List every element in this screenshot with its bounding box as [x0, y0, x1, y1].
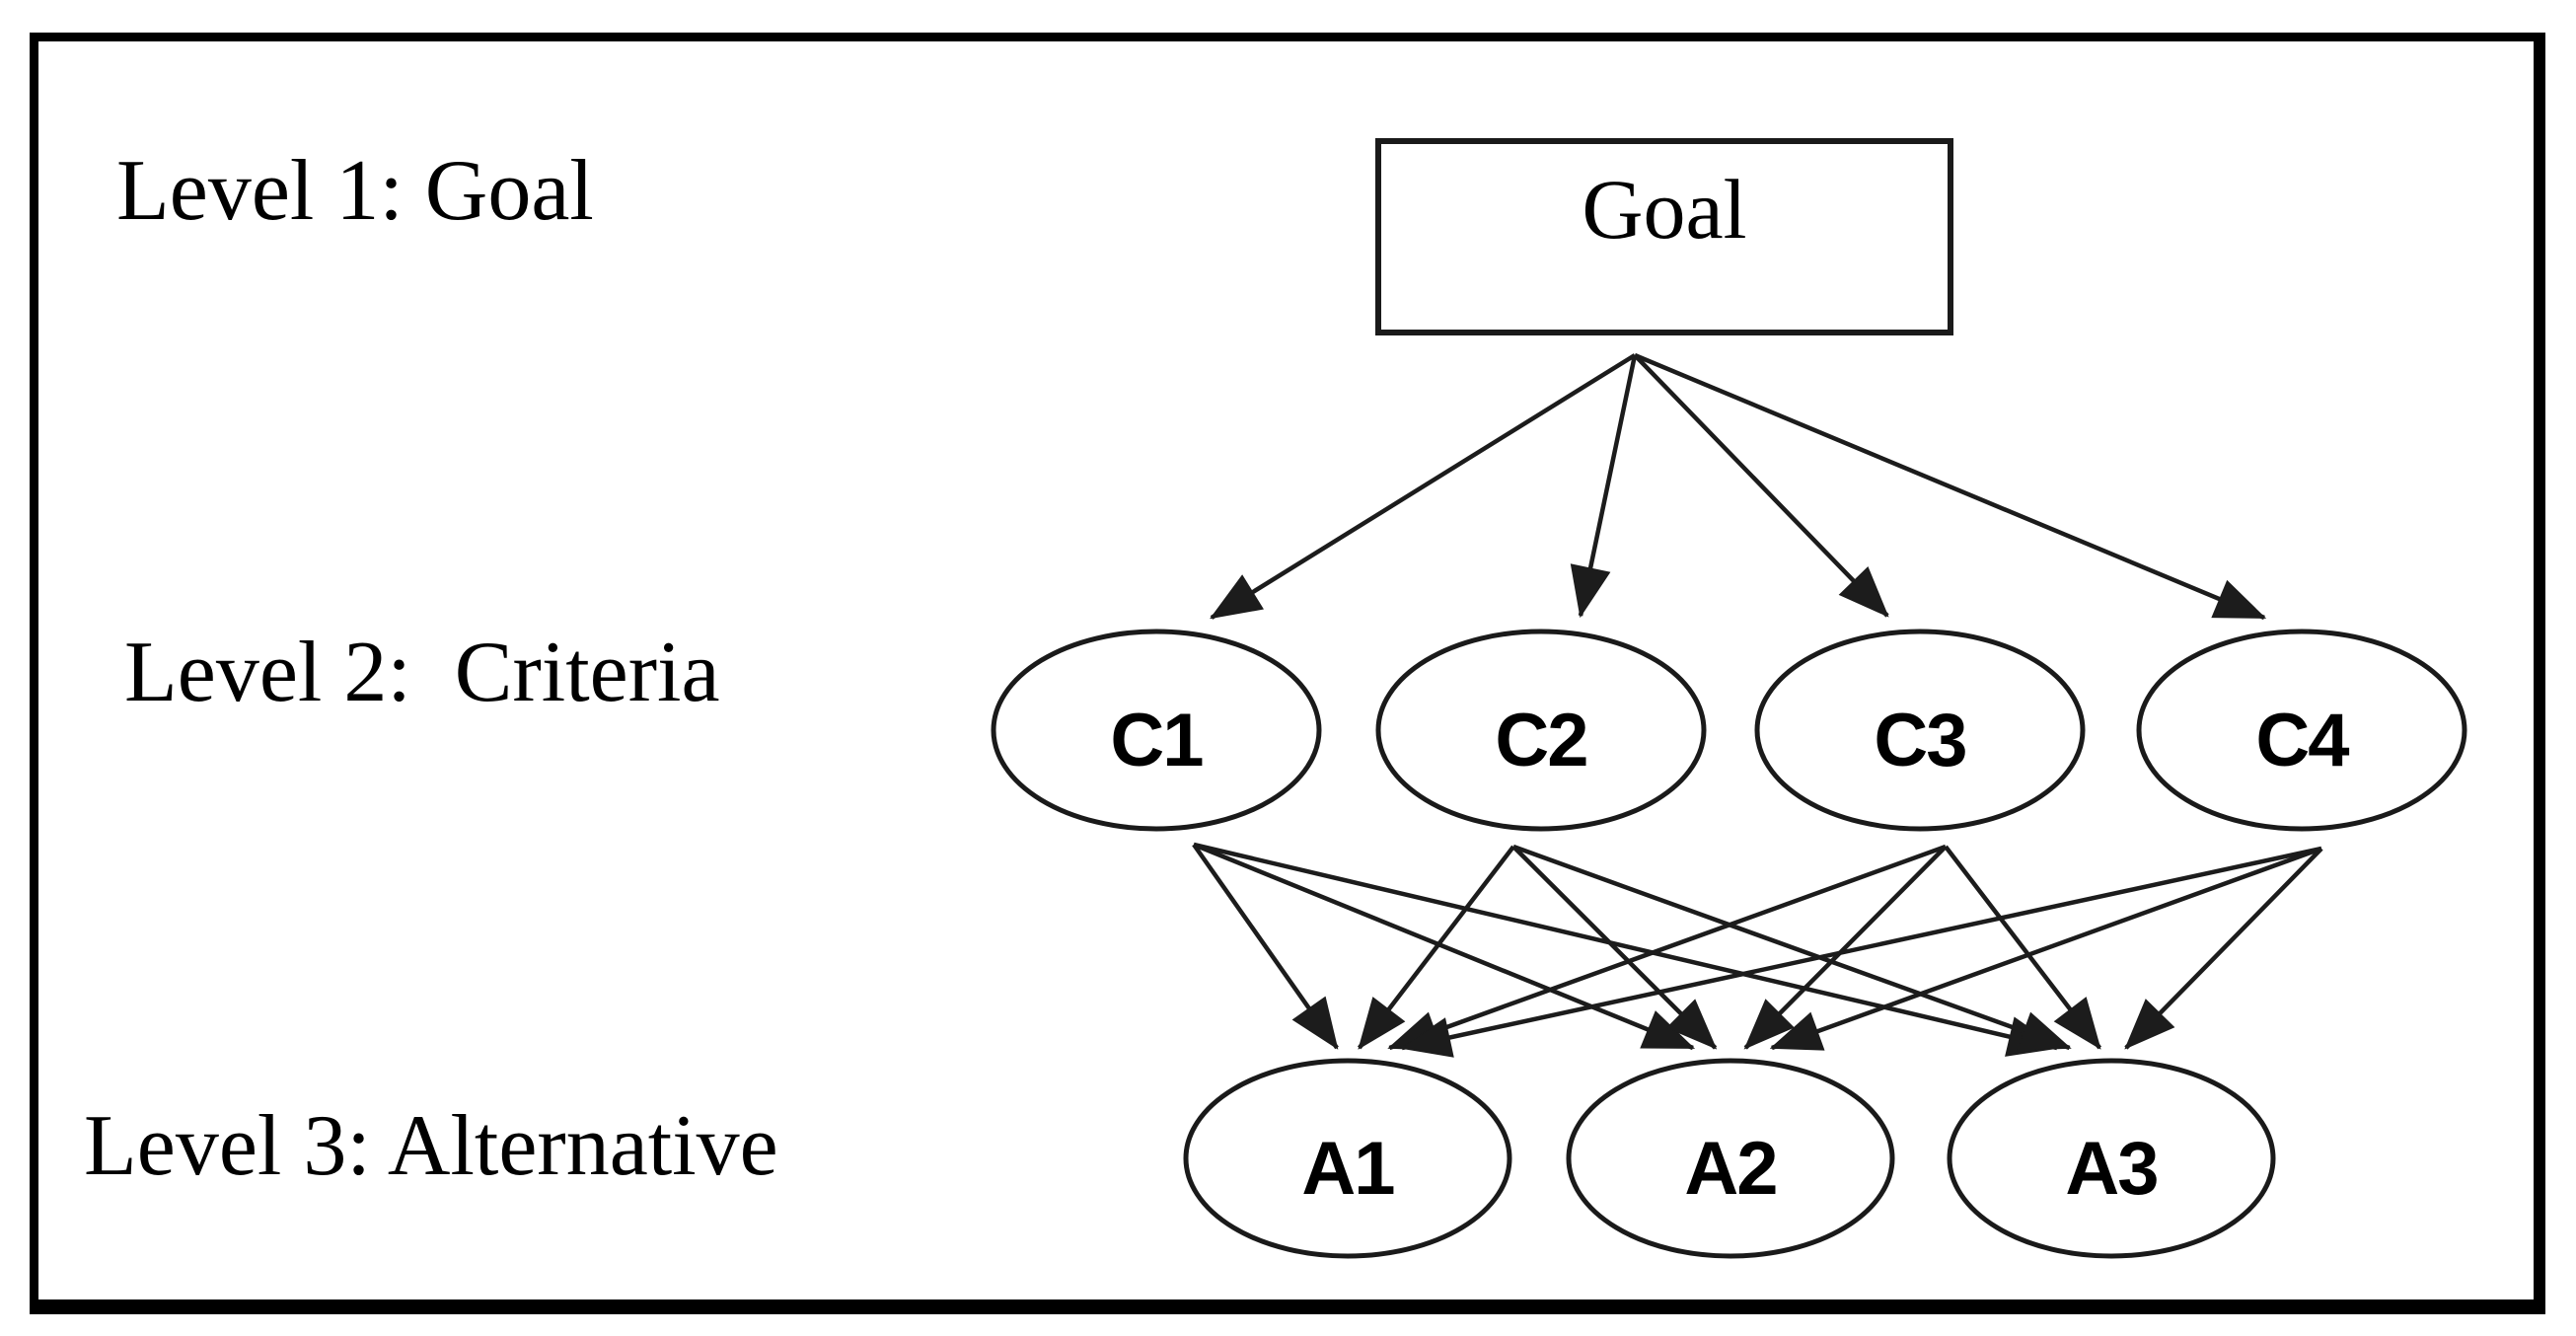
edge-C4-A3	[2126, 847, 2323, 1048]
edge-C1-A3	[1193, 842, 2057, 1048]
goal-node	[1375, 138, 1953, 335]
criterion-node-C1	[991, 629, 1322, 832]
edge-C2-A3	[1512, 844, 2070, 1048]
criterion-label-C2: C2	[1495, 699, 1586, 782]
criterion-node-C4	[2136, 629, 2467, 832]
edge-C1-A1	[1192, 843, 1339, 1048]
alternative-node-A2	[1566, 1058, 1895, 1259]
criterion-node-C3	[1754, 629, 2086, 832]
alternative-label-A2: A2	[1684, 1127, 1776, 1211]
alternative-label-A3: A3	[2065, 1127, 2157, 1211]
edge-goal-C2	[1581, 354, 1638, 616]
edge-goal-C4	[1634, 352, 2264, 621]
alternative-label-A1: A1	[1301, 1127, 1394, 1211]
level-1-label: Level 1: Goal	[116, 143, 594, 239]
level-2-label: Level 2: Criteria	[124, 625, 720, 720]
criterion-label-C3: C3	[1874, 699, 1965, 782]
edge-goal-C1	[1212, 353, 1637, 620]
edge-C3-A3	[1944, 845, 2102, 1048]
edge-C2-A1	[1357, 845, 1515, 1048]
criterion-label-C4: C4	[2255, 699, 2349, 782]
edge-C1-A2	[1193, 842, 1693, 1051]
goal-node-label: Goal	[1582, 162, 1746, 257]
alternative-node-A1	[1183, 1058, 1512, 1259]
criterion-node-C2	[1375, 629, 1707, 832]
criterion-label-C1: C1	[1110, 699, 1203, 782]
edge-C2-A2	[1511, 845, 1716, 1048]
edge-C3-A2	[1745, 845, 1948, 1048]
level-3-label: Level 3: Alternative	[84, 1098, 778, 1194]
edge-C4-A2	[1772, 846, 2322, 1048]
alternative-node-A3	[1947, 1058, 2276, 1259]
edge-C3-A1	[1389, 844, 1947, 1048]
edge-C4-A1	[1402, 846, 2322, 1048]
edge-goal-C3	[1633, 353, 1887, 616]
